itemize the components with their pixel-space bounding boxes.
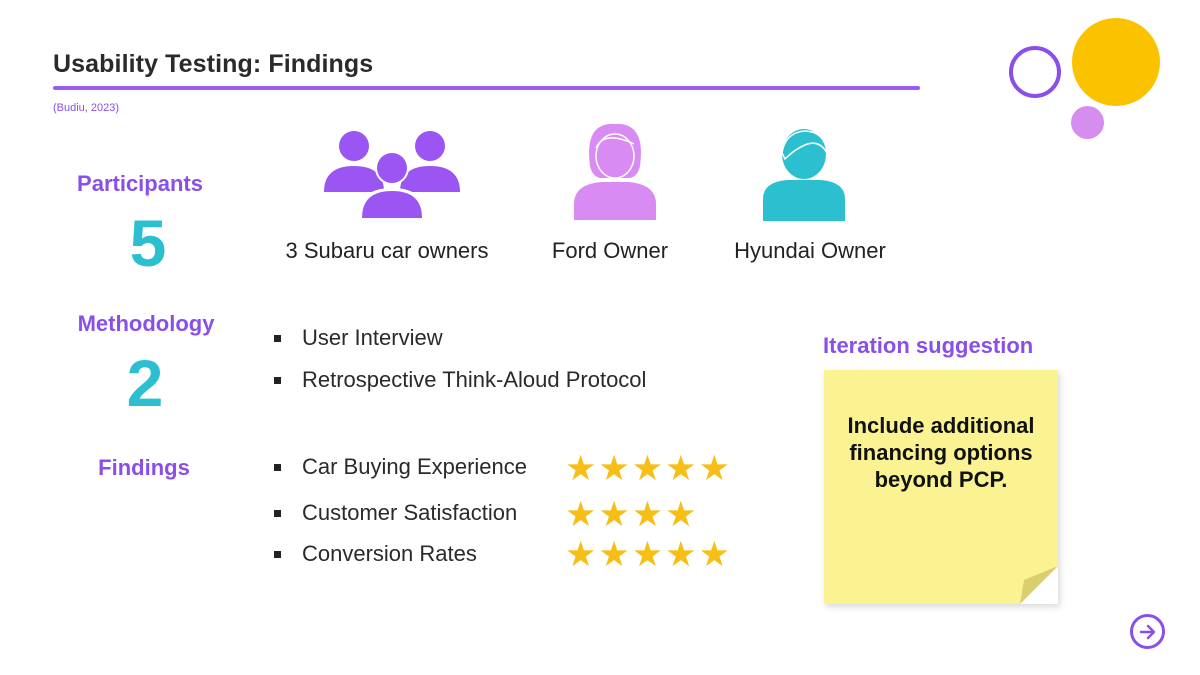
sticky-note-fold [1020,566,1058,604]
methodology-item-label: User Interview [302,325,443,350]
star-icon: ★ [665,495,697,534]
star-icon: ★ [565,449,597,488]
participants-label: Participants [77,171,203,196]
finding-label: Car Buying Experience [302,454,528,479]
slide-title: Usability Testing: Findings [53,50,374,78]
bullet-marker [274,376,281,384]
bullet-marker [274,550,281,558]
star-icon: ★ [698,449,730,488]
star-icon: ★ [565,495,597,534]
bullet-marker [274,509,281,517]
next-slide-button[interactable] [1130,614,1165,649]
participant-caption-hyundai: Hyundai Owner [734,238,886,263]
bullet-marker [274,334,281,342]
star-icon: ★ [598,449,630,488]
decorative-yellow-circle [1072,18,1160,106]
star-icon: ★ [631,449,664,488]
list-item: Conversion Rates [274,541,477,567]
title-underline [53,86,920,90]
male-person-icon [761,127,847,221]
list-item: User Interview [274,325,443,351]
list-item: Car Buying Experience [274,454,527,480]
star-icon: ★ [665,449,697,488]
finding-label: Conversion Rates [302,541,477,566]
star-icon: ★ [565,535,597,574]
methodology-label: Methodology [77,311,215,336]
star-rating: ★★★★★ [565,451,730,486]
bullet-marker [274,463,281,471]
findings-label: Findings [98,455,190,480]
star-rating: ★★★★ [565,497,697,532]
methodology-item-label: Retrospective Think-Aloud Protocol [302,367,647,392]
citation: (Budiu, 2023) [53,102,120,114]
decorative-ring [1009,46,1061,98]
star-icon: ★ [665,535,697,574]
star-icon: ★ [698,535,730,574]
iteration-suggestion-label: Iteration suggestion [823,333,1034,358]
star-icon: ★ [598,535,630,574]
decorative-pink-circle [1071,106,1104,139]
star-icon: ★ [631,535,664,574]
sticky-note: Include additional financing options bey… [824,370,1058,604]
finding-label: Customer Satisfaction [302,500,518,525]
participant-caption-ford: Ford Owner [551,238,669,263]
participant-caption-subaru: 3 Subaru car owners [285,238,489,263]
list-item: Customer Satisfaction [274,500,517,526]
sticky-note-text: Include additional financing options bey… [847,413,1035,492]
female-person-icon [572,122,658,220]
star-rating: ★★★★★ [565,537,730,572]
participants-count: 5 [129,206,167,280]
group-people-icon [322,130,462,218]
arrow-right-circle-icon [1139,624,1155,639]
methodology-count: 2 [126,346,164,420]
list-item: Retrospective Think-Aloud Protocol [274,367,646,393]
star-icon: ★ [631,495,664,534]
star-icon: ★ [598,495,630,534]
